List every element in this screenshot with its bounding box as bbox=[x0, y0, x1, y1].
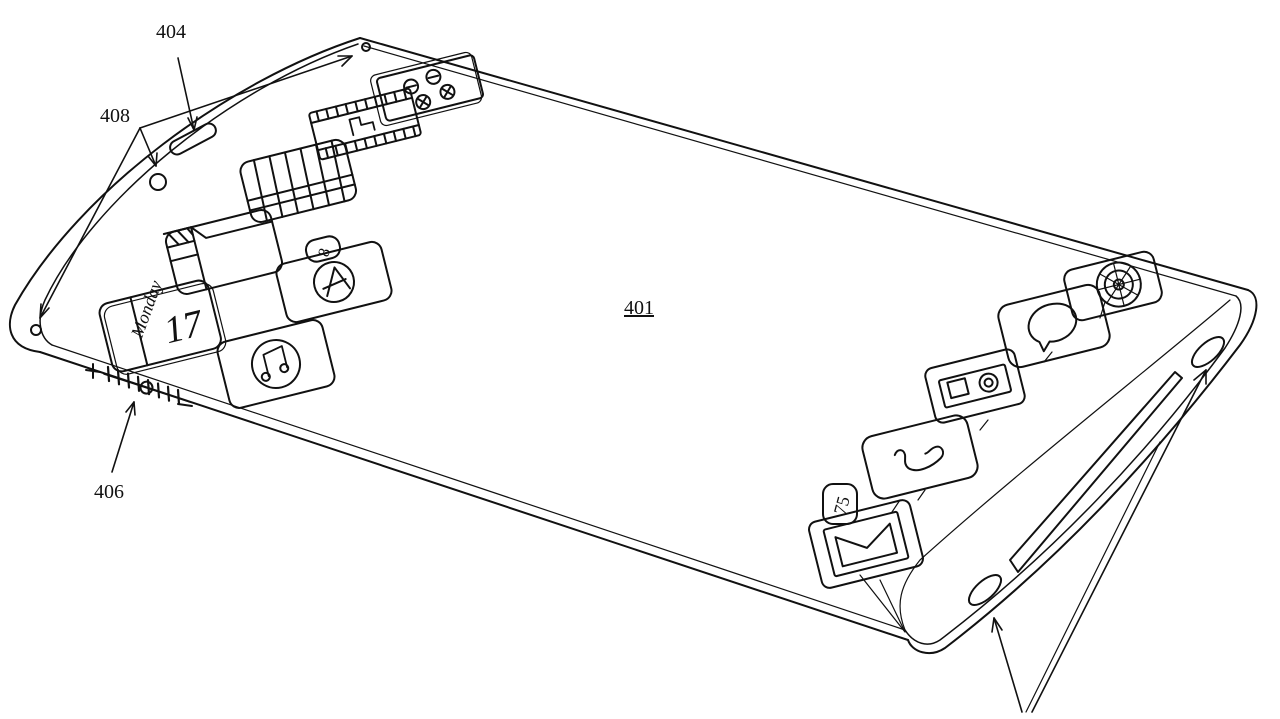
film-strip-icon[interactable] bbox=[308, 87, 422, 161]
volume-plus-icon bbox=[85, 363, 101, 379]
sensor-dot-left bbox=[30, 324, 42, 336]
ref-401-label: 401 bbox=[624, 297, 654, 319]
right-icon-column bbox=[807, 250, 1163, 633]
ref-404-label: 404 bbox=[156, 21, 186, 43]
front-camera-icon bbox=[149, 173, 167, 191]
volume-knob[interactable] bbox=[139, 380, 154, 395]
volume-tick bbox=[176, 388, 181, 406]
ref-406-label: 406 bbox=[94, 481, 124, 503]
mail-icon[interactable] bbox=[807, 498, 924, 589]
device-body bbox=[8, 37, 1258, 655]
volume-minus-icon bbox=[177, 403, 193, 407]
mail-badge-count: 75 bbox=[830, 494, 854, 517]
left-icon-cluster bbox=[97, 51, 484, 410]
app-store-badge: 8 bbox=[304, 235, 342, 263]
notes-icon[interactable] bbox=[238, 138, 358, 224]
app-store-icon[interactable] bbox=[274, 240, 393, 324]
volume-tick bbox=[106, 365, 111, 383]
calendar-icon[interactable] bbox=[97, 277, 227, 377]
volume-tick bbox=[116, 369, 121, 386]
camera-icon[interactable] bbox=[924, 348, 1027, 425]
volume-slider[interactable] bbox=[85, 363, 193, 407]
clapper-icon[interactable] bbox=[162, 208, 284, 296]
volume-tick bbox=[126, 372, 131, 389]
leader-lines bbox=[39, 55, 1207, 713]
speaker-slot bbox=[169, 122, 217, 156]
app-store-badge-count: 8 bbox=[315, 246, 333, 258]
mail-badge: 75 bbox=[822, 483, 858, 525]
right-end-port-top bbox=[1190, 336, 1226, 368]
volume-tick bbox=[166, 385, 171, 402]
sensor-dot-top bbox=[361, 42, 371, 52]
calculator-icon[interactable] bbox=[369, 51, 484, 127]
volume-tick bbox=[136, 375, 141, 392]
right-end-slot bbox=[1009, 371, 1183, 573]
right-end-port-bottom bbox=[967, 574, 1003, 606]
calendar-date-text: 17 bbox=[160, 302, 209, 352]
ref-408-label: 408 bbox=[100, 105, 130, 127]
phone-icon[interactable] bbox=[860, 413, 980, 501]
messages-icon[interactable] bbox=[996, 282, 1112, 369]
volume-tick bbox=[156, 382, 161, 399]
music-icon[interactable] bbox=[215, 318, 336, 410]
